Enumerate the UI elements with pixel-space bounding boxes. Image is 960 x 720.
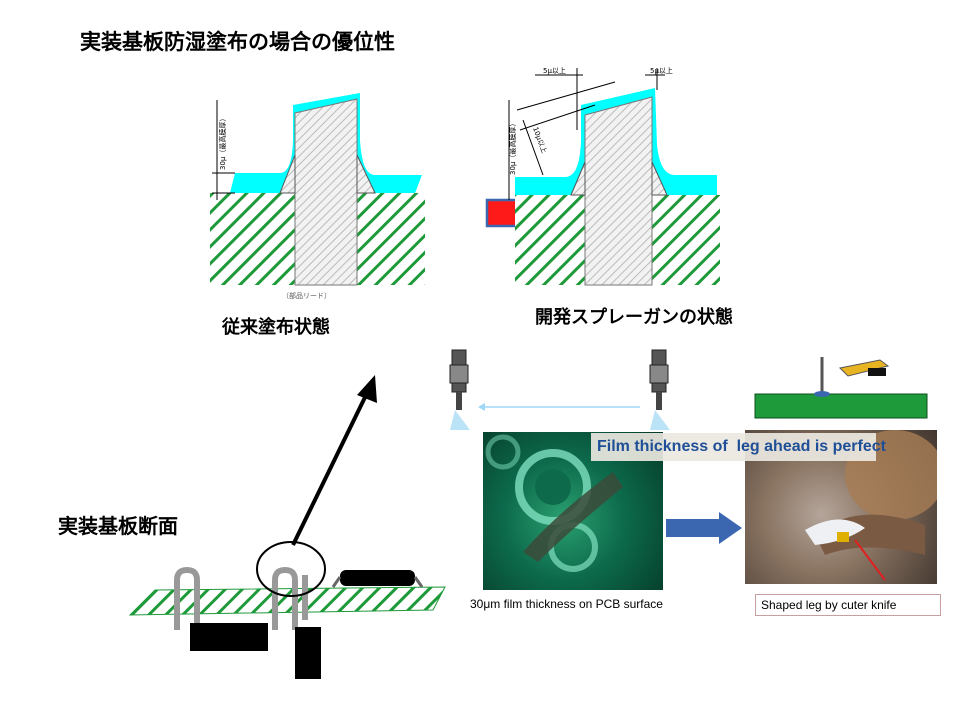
blue-arrow-icon [666, 512, 742, 544]
board-cross-section [128, 375, 446, 679]
developed-coating-diagram: 5μ以上 5μ以上 10μ以上 30μ（最高膜厚） [508, 66, 720, 286]
top-dimension-right-label: 5μ以上 [650, 66, 673, 75]
component-lead [294, 98, 358, 286]
zoom-arrowhead [357, 375, 377, 403]
vertical-dimension-label: 30μ（最高膜厚） [218, 115, 227, 170]
zoom-arrow [291, 386, 372, 546]
vertical-dimension-label-right: 30μ（最高膜厚） [508, 120, 517, 175]
component-bottom [190, 623, 268, 651]
board-strip [754, 393, 928, 419]
page-title: 実装基板防湿塗布の場合の優位性 [80, 30, 395, 54]
highlight-circle [256, 541, 326, 597]
cross-section-label: 実装基板断面 [58, 514, 178, 538]
pointer-arrow [854, 539, 886, 581]
solder-fillet-right [356, 154, 376, 194]
component-vertical [295, 627, 321, 679]
developed-label: 開発スプレーガンの状態 [535, 307, 733, 328]
pcb-surface-caption: 30μm film thickness on PCB surface [470, 597, 663, 611]
lead-under-label: （部品リード） [282, 291, 331, 300]
pcb-board [128, 586, 446, 616]
spray-nozzle-icon [449, 349, 470, 430]
top-dimension-left-label: 5μ以上 [543, 66, 566, 75]
component-top [340, 570, 415, 586]
cutter-knife-icon [838, 359, 890, 377]
spray-nozzle-icon [649, 349, 670, 430]
conventional-coating-diagram: 30μ（最高膜厚） （部品リード） [210, 93, 425, 300]
solder-fillet-left [279, 154, 296, 194]
spray-gun-movement [449, 349, 670, 430]
cutter-illustration [754, 357, 928, 419]
shaped-leg-caption: Shaped leg by cuter knife [755, 594, 941, 616]
film-thickness-banner: Film thickness of leg ahead is perfect [591, 433, 886, 461]
conventional-label: 従来塗布状態 [222, 317, 330, 338]
